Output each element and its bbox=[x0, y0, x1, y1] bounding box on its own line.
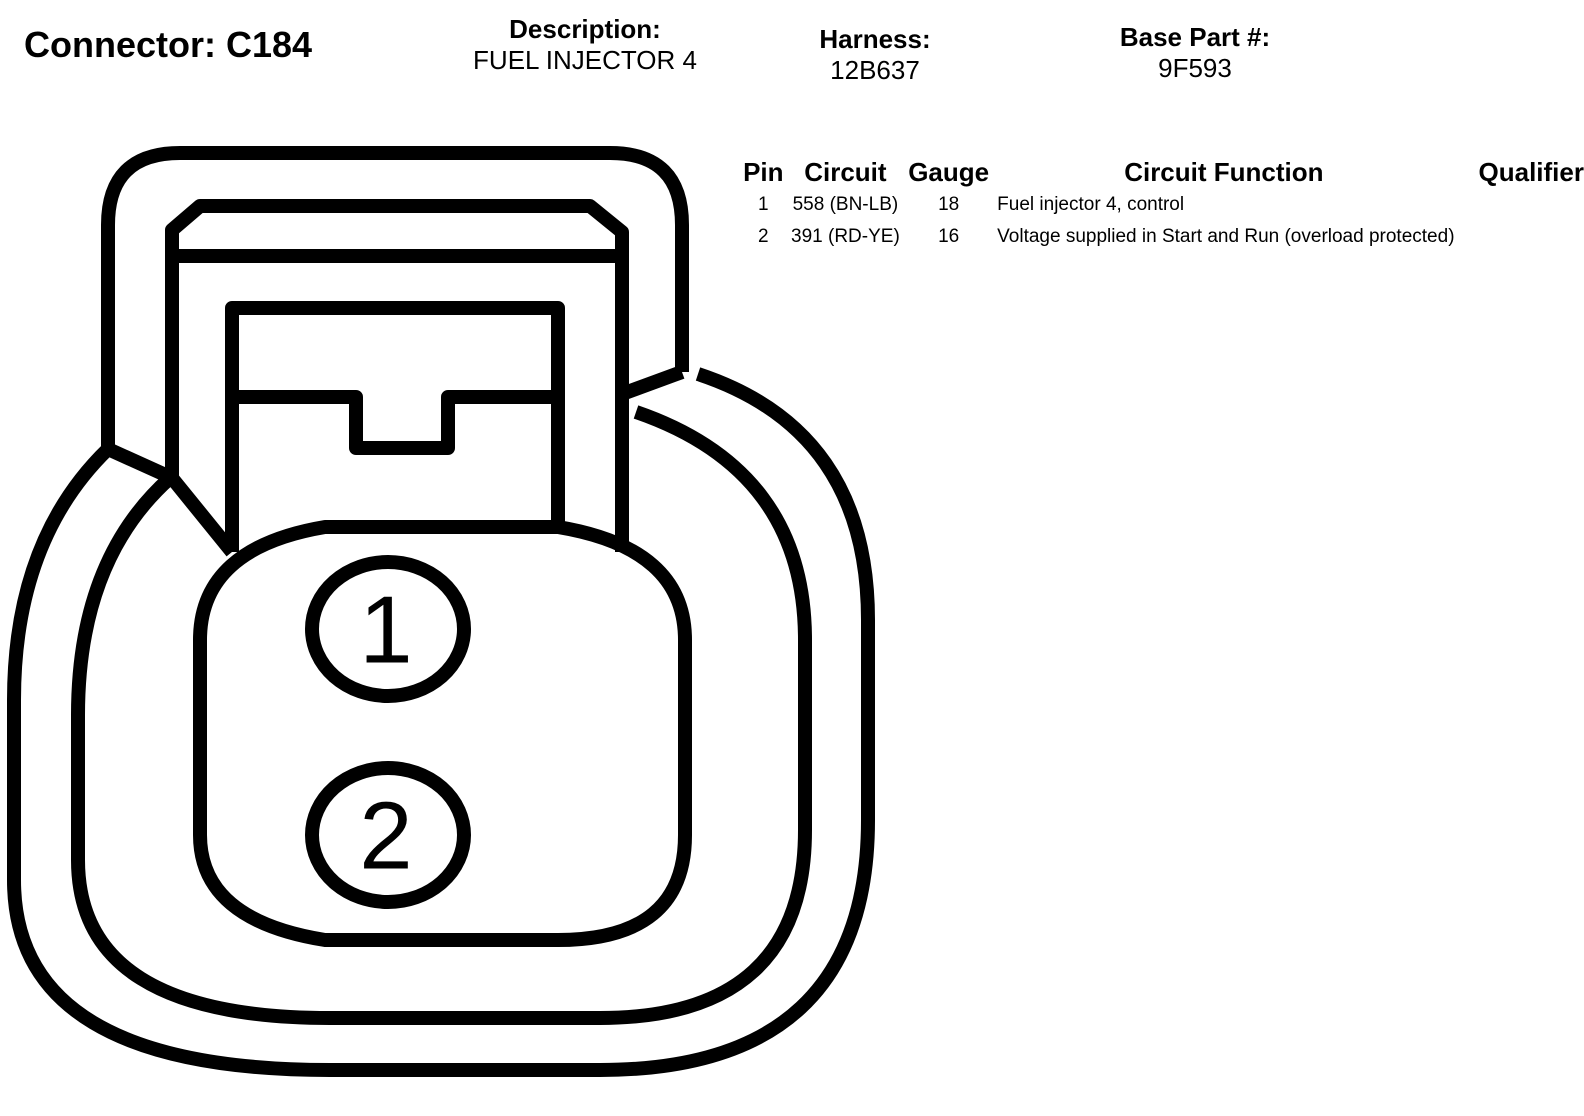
row-qualifier bbox=[1455, 189, 1584, 221]
base-part-value: 9F593 bbox=[1158, 53, 1232, 83]
terminal-cavity-block bbox=[193, 520, 692, 947]
table-row: 1 558 (BN-LB) 18 Fuel injector 4, contro… bbox=[740, 189, 1584, 221]
row-pin: 1 bbox=[758, 194, 769, 215]
connector-title: Connector: C184 bbox=[24, 24, 313, 65]
row-circuit-function: Fuel injector 4, control bbox=[997, 194, 1185, 215]
pin-2-circle bbox=[305, 761, 471, 909]
harness-value: 12B637 bbox=[830, 55, 920, 85]
pin-1-label: 1 bbox=[359, 577, 412, 684]
harness-label: Harness: bbox=[819, 24, 931, 54]
pin-table-header-row: Pin Circuit Gauge Circuit Function Quali… bbox=[740, 155, 1584, 189]
pin-2-label: 2 bbox=[359, 783, 412, 890]
row-gauge: 16 bbox=[938, 226, 960, 247]
pin-table: Pin Circuit Gauge Circuit Function Quali… bbox=[740, 155, 1584, 253]
description-label: Description: bbox=[509, 14, 661, 44]
header-pin: Pin bbox=[743, 157, 784, 187]
row-circuit-function: Voltage supplied in Start and Run (overl… bbox=[997, 226, 1455, 247]
harness-block: Harness: 12B637 bbox=[790, 24, 960, 86]
header-gauge: Gauge bbox=[908, 157, 990, 187]
latch-frame bbox=[165, 199, 629, 557]
shell-joint-right bbox=[619, 365, 685, 401]
row-qualifier bbox=[1455, 221, 1584, 253]
base-part-label: Base Part #: bbox=[1119, 22, 1271, 52]
row-pin: 2 bbox=[758, 226, 769, 247]
description-value: FUEL INJECTOR 4 bbox=[473, 45, 697, 75]
row-circuit: 558 (BN-LB) bbox=[792, 194, 899, 215]
locking-tab bbox=[225, 301, 565, 552]
base-part-block: Base Part #: 9F593 bbox=[1095, 22, 1295, 84]
header-qualifier: Qualifier bbox=[1478, 157, 1584, 187]
shell-joint-left bbox=[105, 442, 173, 484]
connector-face-diagram: 1 2 bbox=[7, 146, 875, 1077]
outer-shell-outline bbox=[7, 146, 875, 1077]
header-circuit: Circuit bbox=[804, 157, 887, 187]
inner-shell-outline bbox=[71, 405, 812, 1025]
description-block: Description: FUEL INJECTOR 4 bbox=[455, 14, 715, 76]
row-circuit: 391 (RD-YE) bbox=[791, 226, 900, 247]
locking-notch bbox=[232, 390, 558, 455]
row-gauge: 18 bbox=[938, 194, 960, 215]
table-row: 2 391 (RD-YE) 16 Voltage supplied in Sta… bbox=[740, 221, 1584, 253]
header-circuit-function: Circuit Function bbox=[1124, 157, 1324, 187]
pin-1-circle bbox=[305, 555, 471, 703]
